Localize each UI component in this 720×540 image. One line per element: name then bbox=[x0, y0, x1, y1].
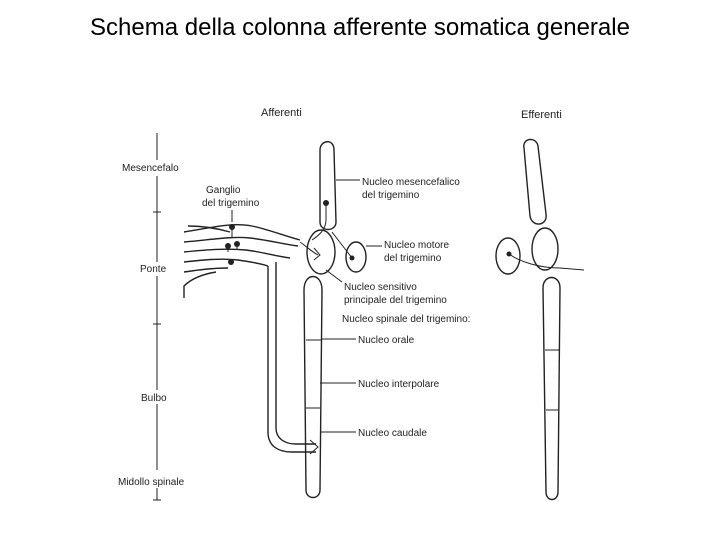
slide-title: Schema della colonna afferente somatica … bbox=[90, 14, 630, 41]
principal-sensory-nucleus-shape bbox=[306, 229, 336, 275]
motor-nucleus-shape bbox=[345, 241, 367, 273]
region-mesencephalon: Mesencefalo bbox=[122, 163, 179, 174]
header-afferent: Afferenti bbox=[261, 107, 302, 119]
label-motor-nucleus-line1: Nucleo motore bbox=[384, 240, 449, 251]
region-spinal-cord: Midollo spinale bbox=[118, 477, 185, 488]
region-pons: Ponte bbox=[140, 264, 167, 275]
label-caudal-nucleus: Nucleo caudale bbox=[358, 428, 427, 439]
spinal-tract bbox=[267, 262, 319, 455]
mesencephalic-nucleus-shape bbox=[319, 141, 337, 231]
label-spinal-nucleus: Nucleo spinale del trigemino: bbox=[342, 314, 470, 325]
ganglion-label-line2: del trigemino bbox=[202, 198, 260, 209]
region-medulla: Bulbo bbox=[141, 393, 167, 404]
label-oral-nucleus: Nucleo orale bbox=[358, 335, 415, 346]
level-scale bbox=[153, 133, 161, 501]
afferent-nerve-bundle bbox=[183, 223, 301, 298]
ganglion-label-line1: Ganglio bbox=[206, 185, 241, 196]
label-principal-sensory-line1: Nucleo sensitivo bbox=[344, 282, 417, 293]
efferent-mesencephalic-shape bbox=[523, 138, 547, 225]
efferent-motor-nucleus-shape bbox=[495, 237, 521, 275]
efferent-principal-nucleus-shape bbox=[531, 227, 559, 271]
label-interpolar-nucleus: Nucleo interpolare bbox=[358, 379, 440, 390]
leader-lines bbox=[320, 179, 382, 433]
label-principal-sensory-line2: principale del trigemino bbox=[344, 295, 447, 306]
label-motor-nucleus-line2: del trigemino bbox=[384, 253, 442, 264]
spinal-nucleus-shape bbox=[303, 275, 323, 499]
label-mesencephalic-nucleus-line2: del trigemino bbox=[362, 190, 420, 201]
efferent-spinal-column-shape bbox=[542, 276, 561, 501]
header-efferent: Efferenti bbox=[521, 109, 562, 121]
ganglion-cell-body bbox=[228, 259, 234, 265]
label-mesencephalic-nucleus-line1: Nucleo mesencefalico bbox=[362, 177, 460, 188]
